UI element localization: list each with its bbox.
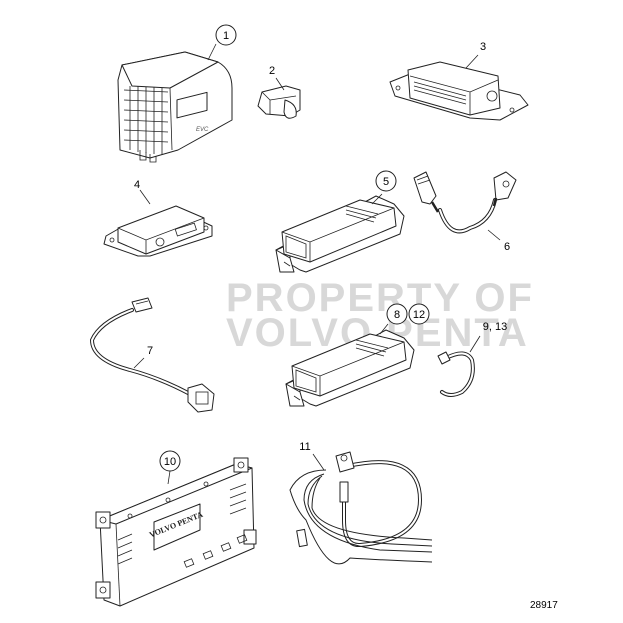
part-6-adapter-cable [413, 171, 517, 234]
callout-5-label: 5 [383, 176, 389, 188]
callout-3: 3 [465, 41, 486, 69]
callout-3-label: 3 [480, 41, 486, 53]
callout-5: 5 [371, 170, 397, 205]
callout-11: 11 [299, 441, 325, 471]
part-5-module-box [275, 195, 405, 273]
callout-12: 12 [408, 303, 430, 325]
part-3-control-module [389, 61, 529, 121]
watermark-line-1: PROPERTY OF [226, 276, 534, 320]
callout-7: 7 [133, 345, 153, 369]
callout-12-label: 12 [413, 309, 425, 321]
callout-1-label: 1 [223, 30, 229, 42]
callout-4: 4 [134, 179, 151, 205]
evc-marking: EVC [196, 127, 209, 133]
part-8-12-module-box [285, 329, 415, 407]
callout-8: 8 [379, 303, 408, 335]
part-1-evc-connector-housing: EVC [117, 51, 233, 163]
callout-2-label: 2 [269, 65, 275, 77]
part-9-13-cable-tie [437, 351, 475, 397]
callout-4-label: 4 [134, 179, 140, 191]
callout-2: 2 [269, 65, 285, 91]
callout-1: 1 [207, 24, 237, 61]
callout-11-label: 11 [299, 441, 310, 453]
part-10-volvo-penta-control-unit: VOLVO PENTA [95, 457, 257, 607]
part-11-wiring-harness [289, 451, 433, 565]
callout-9-13: 9, 13 [469, 321, 507, 353]
part-2-connector-plug [257, 85, 301, 119]
callout-6: 6 [487, 229, 510, 253]
callout-9-13-label: 9, 13 [483, 321, 507, 333]
part-7-cable-harness [89, 297, 215, 413]
callout-7-label: 7 [147, 345, 153, 357]
callout-8-label: 8 [394, 309, 400, 321]
callout-10: 10 [159, 450, 181, 485]
callout-10-label: 10 [164, 456, 176, 468]
watermark: PROPERTY OF VOLVO PENTA [226, 276, 534, 355]
figure-number: 28917 [530, 600, 558, 611]
part-4-control-unit [103, 205, 213, 257]
callout-6-label: 6 [504, 241, 510, 253]
